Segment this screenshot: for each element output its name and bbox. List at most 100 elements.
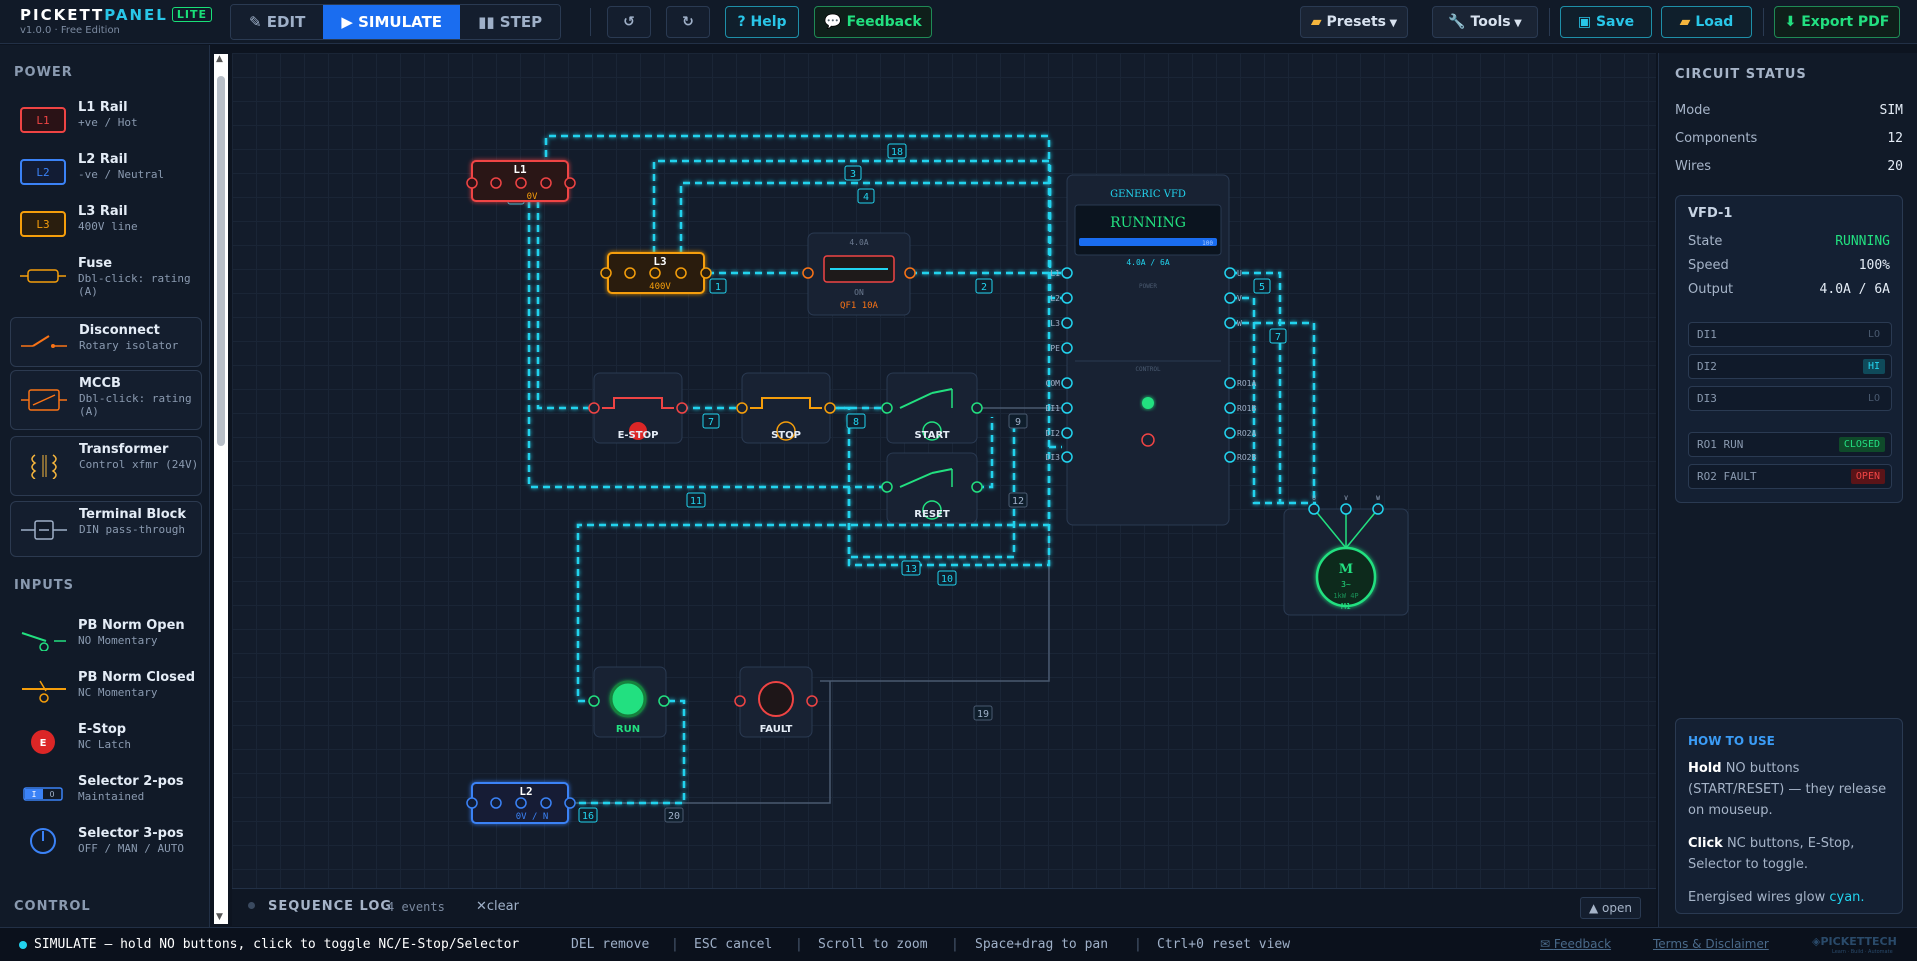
load-button[interactable]: ▰ Load bbox=[1661, 6, 1752, 38]
simulate-mode-button[interactable]: ▶ SIMULATE bbox=[323, 5, 461, 39]
run-lamp-component[interactable]: RUN bbox=[588, 666, 670, 738]
palette-item-l2-rail[interactable]: L2 L2 Rail -ve / Neutral bbox=[10, 147, 202, 197]
palette-item-l1-rail[interactable]: L1 L1 Rail +ve / Hot bbox=[10, 95, 202, 145]
wire-8[interactable] bbox=[536, 201, 594, 410]
vfd-terminal-ro2a[interactable] bbox=[1224, 427, 1236, 439]
wire-17[interactable] bbox=[572, 699, 686, 805]
l2-rail-component[interactable]: L2 0V / N bbox=[466, 782, 576, 824]
close-icon: ✕ bbox=[476, 899, 487, 914]
vfd-terminal-l1[interactable] bbox=[1061, 267, 1073, 279]
reset-button-component[interactable]: RESET bbox=[881, 452, 983, 524]
wire-12[interactable] bbox=[832, 406, 1062, 567]
open-log-button[interactable]: ▲ open bbox=[1580, 897, 1641, 919]
vfd-terminal-l3[interactable] bbox=[1061, 317, 1073, 329]
vfd-terminal-label: DI2 bbox=[1046, 429, 1061, 438]
palette-scrollbar[interactable]: ▲ ▼ bbox=[214, 54, 228, 924]
wire-6[interactable] bbox=[1230, 296, 1316, 505]
fault-lamp-component[interactable]: FAULT bbox=[734, 666, 818, 738]
l1-rail-component[interactable]: L1 0V bbox=[466, 160, 576, 202]
stop-button-component[interactable]: STOP bbox=[736, 372, 836, 444]
estop-component[interactable]: E-STOP bbox=[588, 372, 688, 444]
redo-button[interactable]: ↻ bbox=[666, 6, 710, 38]
wire-label-2-text: 2 bbox=[981, 282, 987, 293]
footer-feedback-link[interactable]: ✉ Feedback bbox=[1540, 937, 1611, 951]
wire-labels: 18 3 4 1 2 8 7 8 9 11 12 13 10 19 16 20 … bbox=[507, 143, 1326, 823]
how-to-use-card: HOW TO USE Hold NO buttons (START/RESET)… bbox=[1675, 718, 1903, 914]
wire-label-13-text: 11 bbox=[690, 496, 702, 507]
motor-terminal-u[interactable] bbox=[1308, 503, 1320, 515]
wire-label-20-text: 20 bbox=[668, 811, 680, 822]
motor-terminal-w[interactable] bbox=[1372, 503, 1384, 515]
howto-hold: Hold bbox=[1688, 761, 1722, 776]
l3-rail-component[interactable]: L3 400V bbox=[600, 252, 712, 294]
vfd-terminal-v[interactable] bbox=[1224, 292, 1236, 304]
wire-7[interactable] bbox=[1230, 321, 1316, 503]
palette-item-pb-norm-open[interactable]: PB Norm Open NO Momentary bbox=[10, 613, 202, 663]
tools-dropdown[interactable]: 🔧 Tools ▼ bbox=[1432, 6, 1538, 38]
vfd-terminal-pe[interactable] bbox=[1061, 342, 1073, 354]
step-mode-button[interactable]: ▮▮ STEP bbox=[460, 5, 561, 39]
vfd-terminal-w[interactable] bbox=[1224, 317, 1236, 329]
export-pdf-button[interactable]: ⬇ Export PDF bbox=[1774, 6, 1900, 38]
undo-button[interactable]: ↺ bbox=[607, 6, 651, 38]
item-subtitle: NC Momentary bbox=[78, 686, 158, 699]
vfd-terminal-di3[interactable] bbox=[1061, 451, 1073, 463]
svg-text:O: O bbox=[50, 790, 55, 799]
palette-item-l3-rail[interactable]: L3 L3 Rail 400V line bbox=[10, 199, 202, 249]
wire-4[interactable] bbox=[679, 181, 1062, 300]
vfd-terminal-di1[interactable] bbox=[1061, 402, 1073, 414]
vfd-terminal-label: DI3 bbox=[1046, 453, 1061, 462]
scroll-up-icon[interactable]: ▲ bbox=[216, 54, 223, 64]
start-button-component[interactable]: START bbox=[881, 372, 983, 444]
scroll-down-icon[interactable]: ▼ bbox=[216, 912, 223, 922]
schematic-canvas[interactable]: 18 3 4 1 2 8 7 8 9 11 12 13 10 19 16 20 … bbox=[232, 53, 1656, 888]
chat-icon: 💬 bbox=[824, 14, 847, 30]
step-label: STEP bbox=[499, 13, 543, 31]
vfd-terminal-ro2b[interactable] bbox=[1224, 451, 1236, 463]
terms-link[interactable]: Terms & Disclaimer bbox=[1653, 937, 1769, 951]
clear-log-button[interactable]: ✕clear bbox=[476, 899, 519, 914]
feedback-button[interactable]: 💬 Feedback bbox=[814, 6, 932, 38]
edit-mode-button[interactable]: ✎ EDIT bbox=[231, 5, 324, 39]
save-button[interactable]: ▣ Save bbox=[1560, 6, 1652, 38]
qf1-breaker[interactable]: 4.0A ON QF1 10A bbox=[802, 232, 916, 316]
item-subtitle: Rotary isolator bbox=[79, 339, 179, 352]
vfd-terminal-ro1b[interactable] bbox=[1224, 402, 1236, 414]
scroll-thumb[interactable] bbox=[217, 76, 225, 446]
wire-14[interactable] bbox=[977, 417, 994, 489]
wire-5[interactable] bbox=[1230, 271, 1282, 503]
run-lamp-label: RUN bbox=[616, 724, 640, 735]
vfd-terminal-ro1a[interactable] bbox=[1224, 377, 1236, 389]
toolbar-divider bbox=[1549, 8, 1550, 36]
estop-icon: E bbox=[31, 730, 55, 754]
palette-item-terminal-block[interactable]: Terminal Block DIN pass-through bbox=[10, 501, 202, 557]
palette-item-transformer[interactable]: Transformer Control xfmr (24V) bbox=[10, 436, 202, 496]
wire-label-3: 3 bbox=[844, 165, 862, 181]
palette-item-fuse[interactable]: Fuse Dbl-click: rating (A) bbox=[10, 251, 202, 301]
vfd-terminal-com[interactable] bbox=[1061, 377, 1073, 389]
presets-dropdown[interactable]: ▰ Presets ▼ bbox=[1300, 6, 1408, 38]
palette-item-mccb[interactable]: MCCB Dbl-click: rating (A) bbox=[10, 370, 202, 430]
palette-item-disconnect[interactable]: Disconnect Rotary isolator bbox=[10, 317, 202, 367]
wire-19[interactable] bbox=[820, 533, 1050, 682]
palette-item-pb-norm-closed[interactable]: PB Norm Closed NC Momentary bbox=[10, 665, 202, 715]
palette-item-selector-3pos[interactable]: Selector 3-pos OFF / MAN / AUTO bbox=[10, 821, 202, 881]
vfd-terminal-l2[interactable] bbox=[1061, 292, 1073, 304]
palette-item-estop[interactable]: E E-Stop NC Latch bbox=[10, 717, 202, 767]
vfd-terminal-di2[interactable] bbox=[1061, 427, 1073, 439]
item-subtitle: +ve / Hot bbox=[78, 116, 138, 129]
hint-zoom: Scroll to zoom bbox=[818, 937, 928, 952]
motor-terminal-v[interactable] bbox=[1340, 503, 1352, 515]
help-button[interactable]: ? Help bbox=[725, 6, 799, 38]
item-subtitle: Dbl-click: rating (A) bbox=[78, 272, 191, 298]
motor-phase: 3~ bbox=[1341, 580, 1351, 589]
wire-16[interactable] bbox=[847, 417, 1016, 559]
l2-rail-icon: L2 bbox=[20, 159, 66, 185]
vfd-component[interactable]: GENERIC VFD RUNNING 100 4.0A / 6A POWER … bbox=[1046, 174, 1257, 526]
item-title: PB Norm Open bbox=[78, 618, 185, 633]
vfd-terminal-u[interactable] bbox=[1224, 267, 1236, 279]
section-power: POWER bbox=[14, 65, 73, 80]
